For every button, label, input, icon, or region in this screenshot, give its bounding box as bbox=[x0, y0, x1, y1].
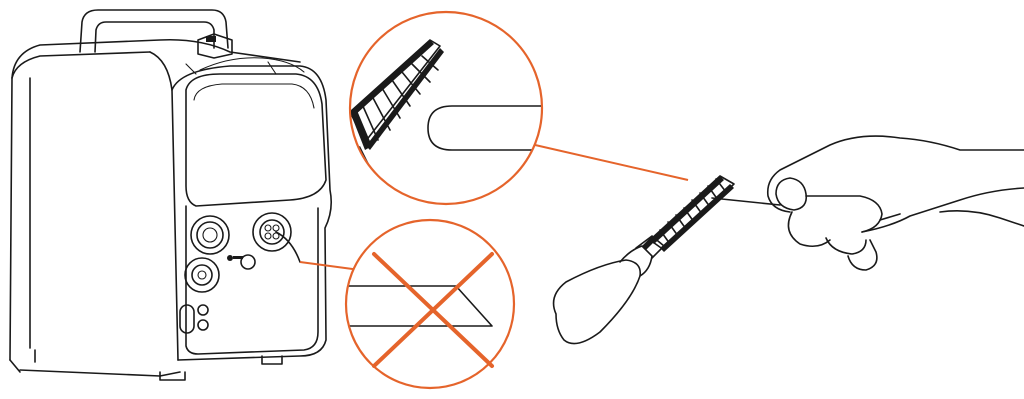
wire-outlet bbox=[252, 212, 301, 263]
socket-top-left bbox=[190, 215, 230, 255]
callout-correct bbox=[348, 10, 689, 206]
socket-bottom bbox=[184, 257, 220, 293]
welder-machine bbox=[9, 9, 332, 381]
callout-circle-correct bbox=[348, 10, 544, 206]
small-knob bbox=[240, 254, 256, 270]
connector-pins bbox=[179, 304, 209, 334]
x-icon bbox=[372, 252, 494, 368]
hand bbox=[766, 135, 1024, 271]
carry-handle bbox=[79, 9, 233, 59]
file-closeup bbox=[351, 39, 444, 174]
wire bbox=[711, 197, 781, 206]
wire-rounded-end bbox=[427, 105, 541, 151]
file-tool bbox=[552, 175, 735, 345]
callout-incorrect bbox=[299, 218, 516, 390]
polarity-indicator bbox=[227, 255, 243, 261]
